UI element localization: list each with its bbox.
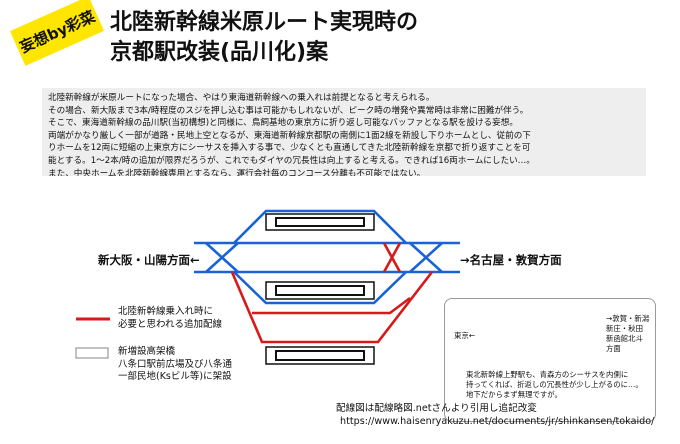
- description-line: りホームを12両に短縮の上東京方にシーサスを挿入する事で、少なくとも直通してきた…: [48, 143, 531, 154]
- description-line: そこで、東海道新幹線の品川駅(当初構想)と同様に、鳥飼基地の東京方に折り返し可能…: [48, 118, 518, 129]
- legend-red-text-line: 必要と思われる追加配線: [118, 318, 223, 330]
- platform-north-inner: [275, 217, 365, 227]
- credit-text: 配線図は配線略図.netさんより引用し追記改変: [336, 403, 537, 414]
- inset-right-label: 新庄・秋田: [606, 324, 643, 333]
- inset-note-line: 持ってくれば、折返しの冗長性が少し上がるのに…。: [466, 380, 643, 389]
- east-direction-label: →名古屋・敦賀方面: [460, 253, 562, 267]
- description-line: また、中央ホームを北陸新幹線専用とするなら、運行会社毎のコンコース分離も不可能で…: [48, 168, 426, 176]
- title-line-1: 北陸新幹線米原ルート実現時の: [110, 10, 419, 35]
- platform-center-inner: [275, 285, 365, 296]
- title-line-2: 京都駅改装(品川化)案: [110, 40, 329, 65]
- description-box: 北陸新幹線が米原ルートになった場合、やはり東海道新幹線への乗入れは前提となると考…: [42, 88, 646, 176]
- inset-right-label: 新函館北斗: [606, 334, 643, 343]
- inset-right-label: →敦賀・新潟: [606, 314, 650, 323]
- legend-box-text: 新増設高架橋 八条口駅前広場及び八条通 一部民地(Ksビル等)に架設: [118, 346, 232, 384]
- legend-box-text-line: 新増設高架橋: [118, 346, 176, 357]
- inset-tokyo-label: 東京←: [454, 331, 475, 340]
- legend-box: [75, 347, 109, 359]
- description-line: その場合、新大阪まで3本/時程度のスジを押し込む事は可能かもしれないが、ピーク時…: [48, 105, 529, 116]
- credit-url: https://www.haisenryakuzu.net/documents/…: [340, 416, 655, 427]
- legend-box-text-line: 八条口駅前広場及び八条通: [118, 358, 233, 370]
- west-direction-label: 新大阪・山陽方面←: [98, 253, 200, 267]
- legend-red-text-line: 北陸新幹線乗入れ時に: [118, 306, 214, 317]
- inset-note-line: 東北新幹線上野駅も、青森方のシーサスを内側に: [466, 370, 629, 379]
- platform-south-inner: [275, 350, 365, 361]
- existing-tracks: [194, 209, 460, 305]
- description-line: 北陸新幹線が米原ルートになった場合、やはり東海道新幹線への乗入れは前提となると考…: [48, 93, 435, 103]
- inset-note: 東北新幹線上野駅も、青森方のシーサスを内側に 持ってくれば、折返しの冗長性が少し…: [466, 370, 643, 400]
- inset-panel: [444, 298, 656, 422]
- added-tracks: [230, 242, 434, 344]
- inset-right-labels: →敦賀・新潟 新庄・秋田 新函館北斗 方面: [606, 314, 649, 354]
- legend-red-text: 北陸新幹線乗入れ時に 必要と思われる追加配線: [118, 306, 222, 331]
- legend-box-text-line: 一部民地(Ksビル等)に架設: [118, 371, 232, 382]
- inset-right-label: 方面: [606, 344, 621, 353]
- description-line: 能とする。1～2本/時の追加が限界だろうが、これでもダイヤの冗長性は向上すると考…: [48, 155, 535, 166]
- description-line: 両端がかなり厳しく一部が道路・民地上空となるが、東海道新幹線京都駅の南側に1面2…: [48, 130, 531, 141]
- inset-note-line: 地下だからまず無理ですが。: [466, 390, 562, 399]
